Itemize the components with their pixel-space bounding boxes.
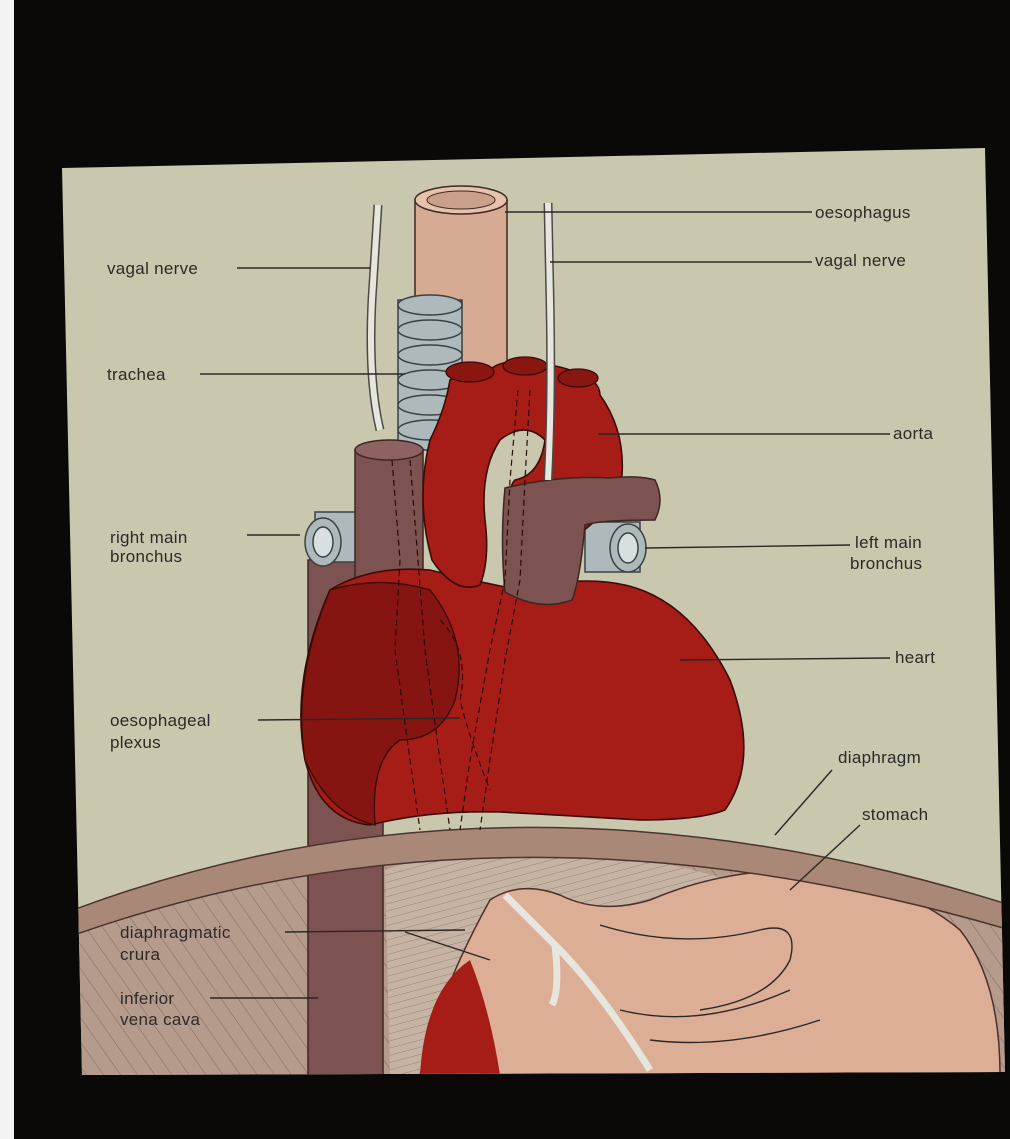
label-vagal-nerve-left: vagal nerve bbox=[107, 259, 198, 278]
label-oesophageal-plexus-1: oesophageal bbox=[110, 711, 211, 730]
label-oesophageal-plexus-2: plexus bbox=[110, 733, 161, 752]
label-oesophagus: oesophagus bbox=[815, 203, 911, 222]
label-inferior-vena-cava-2: vena cava bbox=[120, 1010, 200, 1029]
label-heart: heart bbox=[895, 648, 935, 667]
left-main-bronchus bbox=[585, 522, 646, 572]
label-diaphragm: diaphragm bbox=[838, 748, 921, 767]
label-diaphragmatic-crura-1: diaphragmatic bbox=[120, 923, 231, 942]
label-vagal-nerve-right: vagal nerve bbox=[815, 251, 906, 270]
label-trachea: trachea bbox=[107, 365, 166, 384]
label-diaphragmatic-crura-2: crura bbox=[120, 945, 160, 964]
label-left-main-bronchus-1: left main bbox=[855, 533, 922, 552]
slide-frame: oesophagus vagal nerve vagal nerve trach… bbox=[14, 0, 1010, 1139]
label-right-main-bronchus-2: bronchus bbox=[110, 547, 182, 566]
label-inferior-vena-cava-1: inferior bbox=[120, 989, 174, 1008]
label-left-main-bronchus-2: bronchus bbox=[850, 554, 922, 573]
label-right-main-bronchus-1: right main bbox=[110, 528, 188, 547]
label-stomach: stomach bbox=[862, 805, 928, 824]
thoracic-anatomy-diagram: oesophagus vagal nerve vagal nerve trach… bbox=[14, 0, 1010, 1139]
label-aorta: aorta bbox=[893, 424, 933, 443]
superior-vena-cava bbox=[355, 440, 423, 590]
